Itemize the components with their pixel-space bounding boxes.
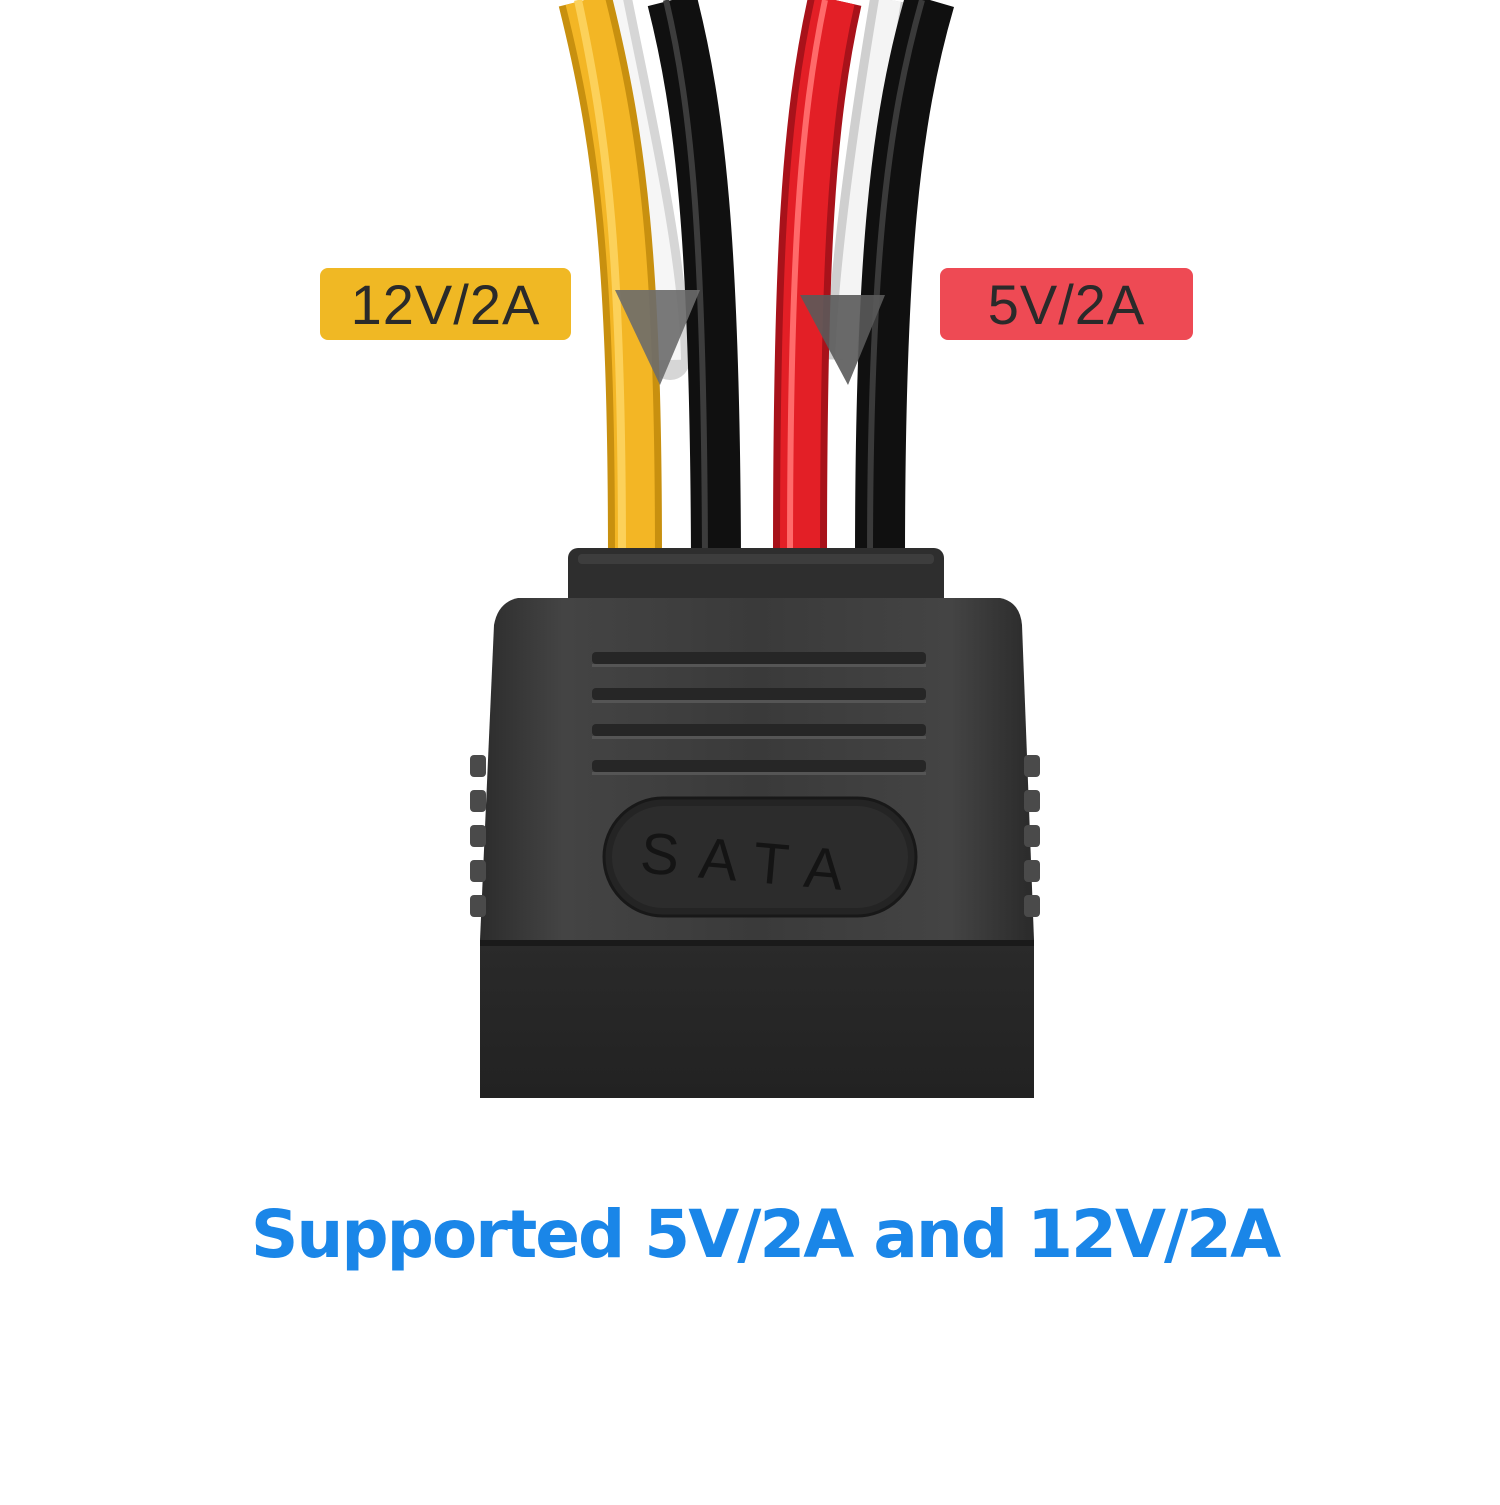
voltage-badge-5v-text: 5V/2A — [987, 272, 1146, 336]
voltage-badge-12v: 12V/2A — [320, 268, 571, 340]
black-wire-left — [647, 0, 741, 561]
voltage-badge-12v-text: 12V/2A — [350, 272, 541, 336]
sata-connector: SATA — [470, 548, 1040, 1098]
voltage-badge-5v: 5V/2A — [940, 268, 1193, 340]
down-arrow-left — [615, 290, 700, 385]
support-caption: Supported 5V/2A and 12V/2A — [250, 1196, 1281, 1273]
black-wire-right — [855, 0, 955, 561]
wire-bundle — [558, 0, 955, 561]
grip-ridges — [592, 652, 926, 775]
down-arrow-right — [800, 295, 885, 385]
